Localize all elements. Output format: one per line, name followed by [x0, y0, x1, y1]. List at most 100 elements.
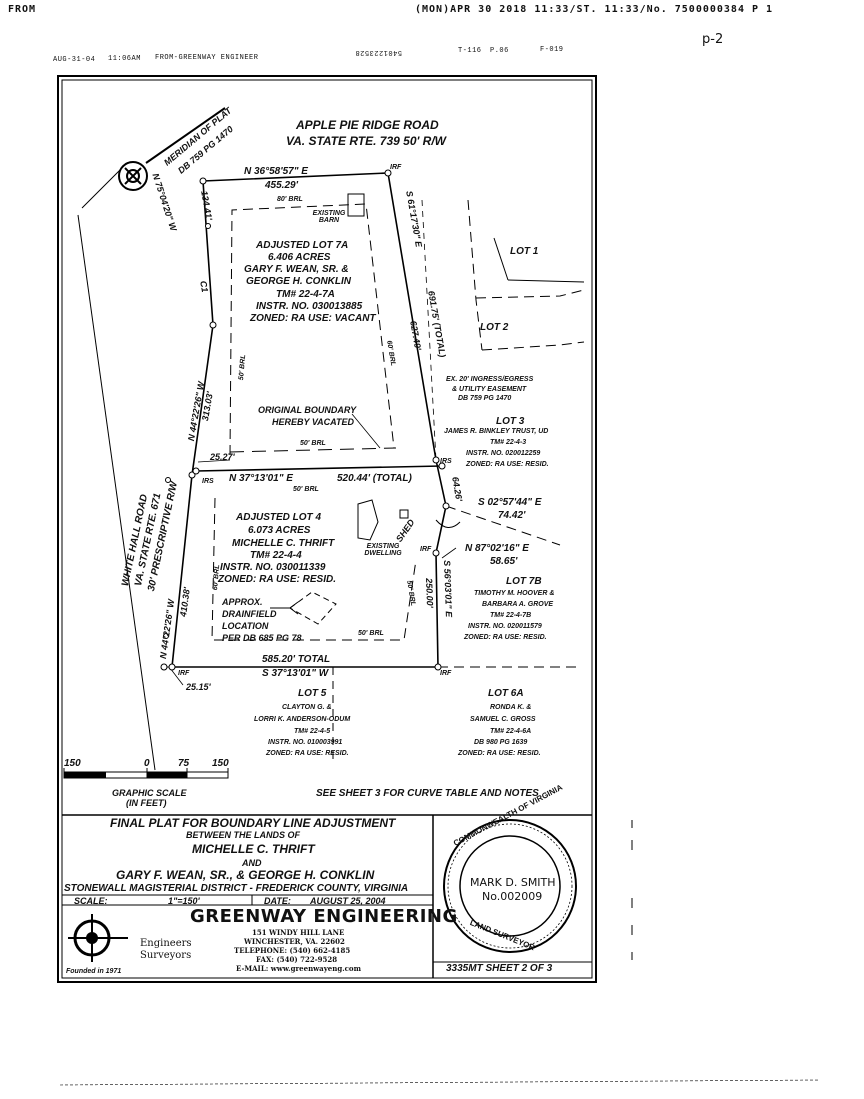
- bearing-bottom: S 37°13'01" W: [262, 668, 329, 679]
- company-city: WINCHESTER, VA. 22602: [244, 937, 345, 946]
- lot1-label: LOT 1: [510, 246, 539, 257]
- lot4-acres: 6.073 ACRES: [248, 525, 311, 536]
- lot3-zoned: ZONED: RA USE: RESID.: [466, 461, 549, 468]
- lot6a-tm: TM# 22-4-6A: [490, 728, 532, 735]
- plat-party2: GARY F. WEAN, SR., & GEORGE H. CONKLIN: [116, 868, 375, 882]
- lot7a-instr: INSTR. NO. 030013885: [256, 301, 363, 312]
- sheet-inner-border: [61, 79, 593, 979]
- lot3-owner: JAMES R. BINKLEY TRUST, UD: [444, 428, 549, 435]
- dwelling-label: EXISTING DWELLING: [364, 543, 402, 557]
- brl-50-lower-label: 50' BRL: [293, 486, 319, 493]
- brl-lot4: [211, 497, 417, 641]
- bearing-s5603: S 56°03'01" E: [442, 560, 454, 618]
- lot4-tm: TM# 22-4-4: [250, 550, 302, 561]
- irf-label-sw: IRF: [178, 670, 190, 677]
- fax2-from: FROM-GREENWAY ENGINEER: [155, 54, 259, 62]
- lot4-zoned: ZONED: RA USE: RESID.: [218, 574, 336, 585]
- road-edge-left: [77, 214, 156, 771]
- fax-transmission-header: (MON)APR 30 2018 11:33/ST. 11:33/No. 750…: [415, 4, 774, 15]
- lot5-zoned: ZONED: RA USE: RESID.: [266, 750, 349, 757]
- barn-label-1: EXISTING BARN: [312, 210, 346, 224]
- lot5-owner2: LORRI K. ANDERSON-ODUM: [254, 716, 351, 723]
- company-email: E-MAIL: www.greenwayeng.com: [236, 964, 361, 973]
- plat-district: STONEWALL MAGISTERIAL DISTRICT - FREDERI…: [64, 883, 409, 894]
- brl-lot7a: [229, 203, 395, 456]
- date-field-value: AUGUST 25, 2004: [310, 896, 386, 906]
- irs-label-west: IRS: [202, 478, 214, 485]
- lot2-south-line: [481, 341, 585, 351]
- scale-tick-150-left: 150: [64, 758, 81, 769]
- lot7b-owner2: BARBARA A. GROVE: [482, 601, 554, 608]
- seal-surveyor-name: MARK D. SMITH: [470, 876, 556, 889]
- barn-footprint: [347, 193, 365, 217]
- drainfield-line4: PER DB 685 PG 78: [222, 633, 302, 643]
- scale-tick-0: 0: [144, 758, 150, 769]
- lot1-west-line: [467, 199, 483, 351]
- irf-label-se: IRF: [440, 670, 452, 677]
- lot5-owner1: CLAYTON G. &: [282, 704, 332, 711]
- bearing-n8702-dist: 58.65': [490, 556, 518, 567]
- lot3-instr: INSTR. NO. 020012259: [466, 450, 541, 457]
- dwelling-footprint: [357, 499, 379, 541]
- lot-line-3-7b: [445, 505, 561, 546]
- scale-tick-150: 150: [212, 758, 229, 769]
- bearing-top-dist: 455.29': [265, 180, 298, 191]
- plat-title: FINAL PLAT FOR BOUNDARY LINE ADJUSTMENT: [110, 816, 396, 830]
- lot5-title: LOT 5: [298, 688, 327, 699]
- lot7a-tm: TM# 22-4-7A: [276, 289, 335, 300]
- date-field-label: DATE:: [264, 896, 291, 906]
- bearing-bottom-total: 585.20' TOTAL: [262, 654, 331, 665]
- scale-field-value: 1"=150': [168, 896, 200, 906]
- bearing-mid-total: 520.44' (TOTAL): [337, 473, 412, 484]
- bearing-top: N 36°58'57" E: [244, 166, 308, 177]
- lot2-label: LOT 2: [480, 322, 509, 333]
- page-mark: p-2: [702, 32, 724, 47]
- irf-label-ne: IRF: [390, 164, 402, 171]
- lot7a-acres: 6.406 ACRES: [268, 252, 331, 263]
- original-boundary-line1: ORIGINAL BOUNDARY: [258, 405, 357, 415]
- top-road-route: VA. STATE RTE. 739 50' R/W: [286, 134, 447, 148]
- company-logo: [68, 914, 128, 962]
- company-name: GREENWAY ENGINEERING: [190, 906, 458, 927]
- lot7b-owner1: TIMOTHY M. HOOVER &: [474, 590, 555, 597]
- brl-80-label: 80' BRL: [277, 196, 303, 203]
- lot7b-zoned: ZONED: RA USE: RESID.: [464, 634, 547, 641]
- fax2-code: T-116: [458, 47, 482, 55]
- easement-line3: DB 759 PG 1470: [458, 395, 512, 402]
- drainfield-outline: [289, 591, 337, 625]
- lot7a-owner2: GEORGE H. CONKLIN: [246, 276, 352, 287]
- scale-tick-75: 75: [178, 758, 190, 769]
- easement-line2: & UTILITY EASEMENT: [452, 386, 527, 393]
- irf-label-mid: IRF: [420, 546, 432, 553]
- lot7b-tm: TM# 22-4-7B: [490, 612, 532, 619]
- shed-footprint: [399, 509, 409, 519]
- surveyor-seal: [443, 819, 577, 953]
- original-boundary-vacated: [229, 447, 397, 453]
- fax2-fnum: F-019: [540, 46, 564, 54]
- easement-line1: EX. 20' INGRESS/EGRESS: [446, 376, 534, 383]
- sheet-number: 3335MT SHEET 2 OF 3: [446, 963, 553, 974]
- lot5-tm: TM# 22-4-5: [294, 728, 331, 735]
- drainfield-line3: LOCATION: [222, 621, 269, 631]
- curve-c1-label: C1: [198, 280, 210, 294]
- lot1-lot2-line: [475, 289, 585, 299]
- segment-2527: 25.27': [210, 452, 235, 462]
- meridian-symbol: [118, 107, 226, 191]
- company-address: 151 WINDY HILL LANE: [252, 928, 345, 937]
- lot4-owner: MICHELLE C. THRIFT: [232, 538, 335, 549]
- curve-c2: [435, 519, 461, 528]
- lot7a-owner1: GARY F. WEAN, SR. &: [244, 264, 349, 275]
- seal-license-number: No.002009: [482, 890, 543, 903]
- lot3-title: LOT 3: [496, 416, 525, 427]
- company-fax: FAX: (540) 722-9528: [256, 955, 338, 964]
- fax2-page: P.06: [490, 47, 509, 55]
- lot4-title: ADJUSTED LOT 4: [236, 512, 322, 523]
- bearing-s0257: S 02°57'44" E: [478, 497, 542, 508]
- irs-label-east: IRS: [440, 458, 452, 465]
- see-sheet-note: SEE SHEET 3 FOR CURVE TABLE AND NOTES: [316, 788, 539, 799]
- bearing-s5603-dist: 250.00': [424, 578, 436, 609]
- bearing-mid: N 37°13'01" E: [229, 473, 293, 484]
- road-edge-meridian: [81, 164, 126, 209]
- segment-2515: 25.15': [186, 682, 211, 692]
